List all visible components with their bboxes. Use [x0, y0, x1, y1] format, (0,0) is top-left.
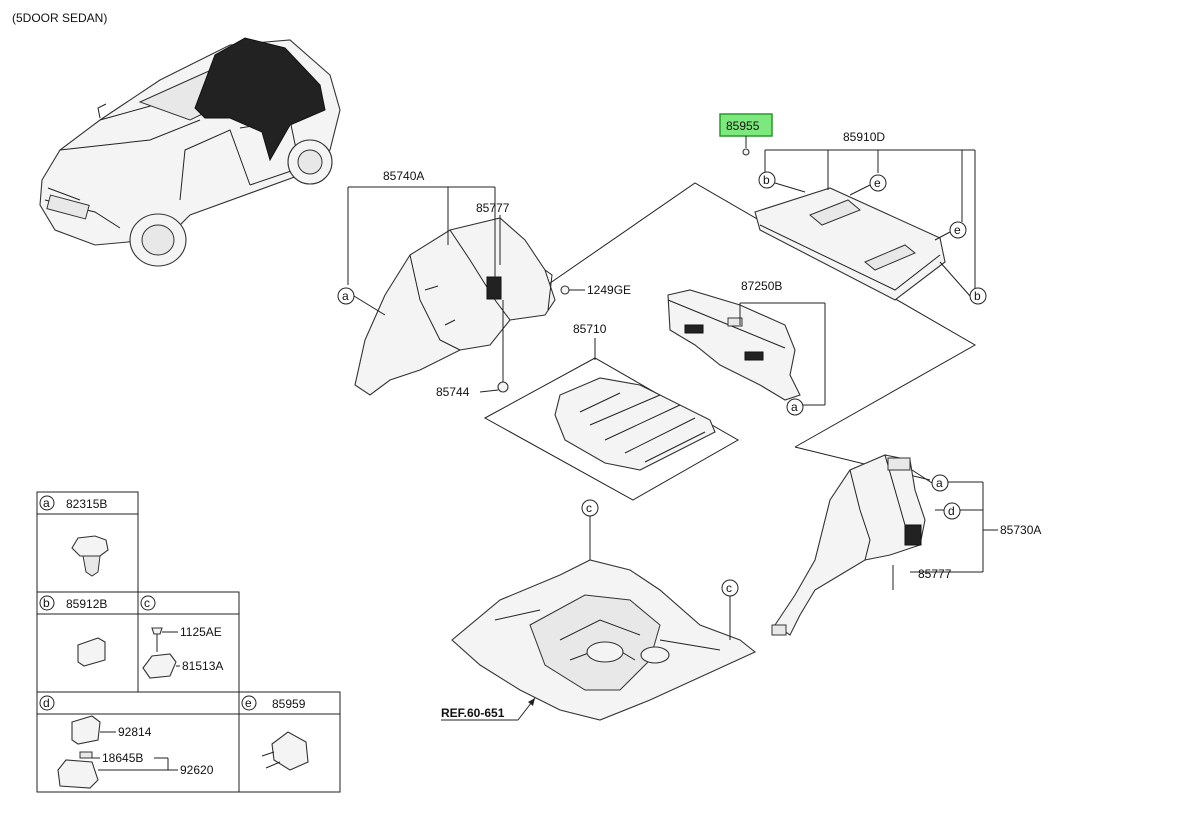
callout-e-tray-right-text: e — [954, 223, 961, 237]
legend-d-part3: 92620 — [180, 763, 214, 777]
legend-a-letter: a — [43, 496, 50, 510]
legend-d-part2: 18645B — [102, 751, 143, 765]
legend-c-part2: 81513A — [182, 659, 223, 673]
label-85710: 85710 — [573, 322, 607, 336]
label-85910D: 85910D — [843, 130, 885, 144]
car-illustration — [39, 37, 341, 267]
callout-a-rear-panel-text: a — [791, 400, 798, 414]
label-85955: 85955 — [726, 119, 760, 133]
legend-e-letter: e — [245, 696, 252, 710]
label-1249GE: 1249GE — [587, 283, 631, 297]
callout-d-right[interactable] — [943, 502, 961, 520]
callout-a-left-text: a — [342, 289, 349, 303]
callout-b-tray-left[interactable] — [758, 171, 776, 189]
diagram-heading: (5DOOR SEDAN) — [12, 11, 107, 25]
label-85777-left: 85777 — [476, 201, 510, 215]
label-85730A: 85730A — [1000, 523, 1041, 537]
legend: a 82315B b 85912B c 1125AE 81513A d 9281… — [36, 491, 341, 793]
legend-c-letter: c — [144, 596, 150, 610]
package-tray-85910D — [754, 187, 946, 301]
legend-b-part: 85912B — [66, 597, 107, 611]
callout-b-tray-right-text: b — [974, 289, 981, 303]
rear-panel-trim-87250B — [667, 289, 801, 401]
callout-b-tray-left-text: b — [763, 173, 770, 187]
label-87250B: 87250B — [741, 279, 782, 293]
callout-c-floor-top-text: c — [586, 501, 592, 515]
callout-e-tray-top[interactable] — [869, 174, 887, 192]
right-trim-85730A — [771, 454, 926, 636]
legend-d-letter: d — [43, 696, 50, 710]
legend-d-part1: 92814 — [118, 725, 152, 739]
callout-e-tray-right[interactable] — [949, 221, 967, 239]
legend-e-part: 85959 — [272, 697, 306, 711]
callout-d-right-text: d — [948, 504, 955, 518]
callout-a-right-text: a — [936, 476, 943, 490]
label-85744: 85744 — [436, 385, 470, 399]
left-trim-85740A — [354, 217, 556, 396]
callout-e-tray-top-text: e — [874, 176, 881, 190]
trunk-mat-85710 — [483, 357, 740, 501]
ref-label[interactable]: REF.60-651 — [441, 706, 505, 720]
label-85777-right: 85777 — [918, 567, 952, 581]
callout-c-floor-right-text: c — [726, 581, 732, 595]
legend-a-part: 82315B — [66, 497, 107, 511]
callout-a-rear-panel[interactable] — [786, 398, 804, 416]
legend-c-part1: 1125AE — [180, 625, 222, 639]
legend-b-letter: b — [43, 596, 50, 610]
floor-pan — [451, 559, 757, 721]
label-85740A: 85740A — [383, 169, 424, 183]
